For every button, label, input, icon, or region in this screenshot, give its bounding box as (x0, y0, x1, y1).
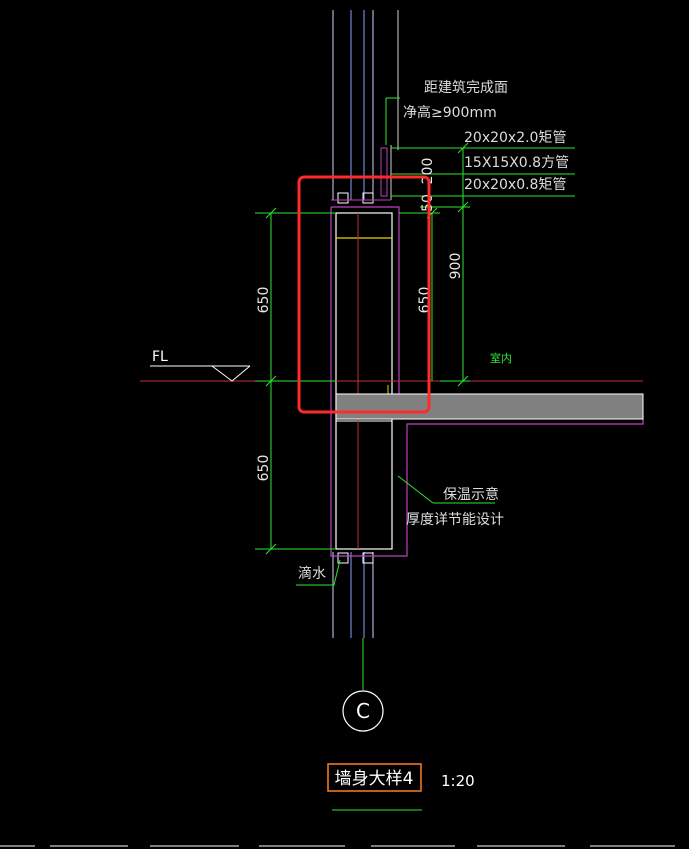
left-dimension: 650 650 (255, 207, 336, 555)
insulation-label-2: 厚度详节能设计 (406, 512, 504, 528)
height-note-line2: 净高≥900mm (403, 104, 497, 121)
floor-level-label: FL (152, 349, 168, 365)
title-box (327, 763, 422, 792)
mullion-blocks (337, 147, 388, 564)
insulation-label-1: 保温示意 (443, 486, 499, 503)
tube-label-3: 20x20x0.8矩管 (464, 177, 566, 193)
dim-right-900: 900 (448, 253, 464, 280)
drawing-title: 墙身大样4 (335, 769, 414, 789)
highlight-box (297, 175, 431, 414)
dim-left-upper: 650 (256, 287, 272, 314)
insulation-outline (330, 199, 644, 557)
height-note-line1: 距建筑完成面 (424, 80, 508, 96)
drip-annotation: 滴水 (296, 559, 341, 586)
glazing-lower (332, 552, 374, 638)
insulation-annotation: 保温示意 厚度详节能设计 (397, 475, 504, 528)
axis-marker: C (342, 638, 384, 732)
floor-slab (335, 393, 644, 420)
tube-label-2: 15X15X0.8方管 (464, 155, 569, 171)
axis-label: C (356, 699, 370, 723)
right-dimension: 900 200 50 (391, 142, 575, 387)
top-annotations: 距建筑完成面 净高≥900mm 20x20x2.0矩管 15X15X0.8方管 … (385, 80, 569, 193)
tube-label-1: 20x20x2.0矩管 (464, 130, 566, 146)
title-block: 墙身大样4 1:20 (327, 763, 475, 811)
drawing-scale: 1:20 (441, 772, 475, 790)
drip-label: 滴水 (298, 565, 326, 582)
dim-inner-upper: 650 (417, 287, 433, 314)
glazing-upper (332, 10, 399, 200)
floor-level-symbol: FL (150, 349, 251, 382)
inner-dimension: 650 (399, 207, 440, 381)
dim-left-lower: 650 (256, 455, 272, 482)
interior-label: 室内 (490, 351, 512, 365)
